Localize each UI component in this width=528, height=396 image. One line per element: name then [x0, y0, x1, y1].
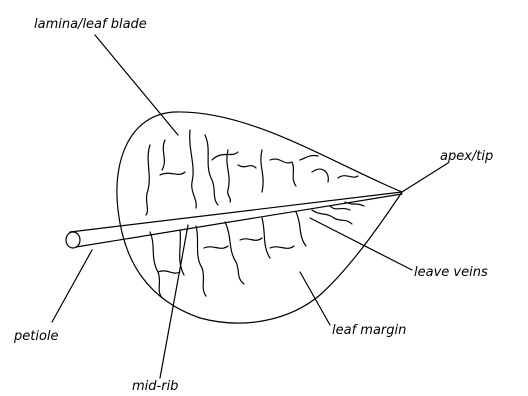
leader-lamina: [95, 35, 178, 135]
label-lamina: lamina/leaf blade: [34, 17, 147, 32]
mid-rib-lower-edge: [76, 194, 402, 247]
label-petiole: petiole: [13, 329, 59, 344]
mid-rib: [70, 192, 402, 232]
petiole-end: [66, 232, 80, 248]
label-margin: leaf margin: [332, 323, 406, 338]
leaf-veins-upper: [146, 130, 358, 215]
leader-apex: [402, 163, 448, 192]
leader-veins: [310, 218, 412, 270]
label-apex: apex/tip: [440, 149, 493, 164]
label-midrib: mid-rib: [132, 379, 178, 394]
leader-petiole: [52, 250, 92, 322]
leader-margin: [300, 272, 330, 325]
label-veins: leave veins: [414, 265, 488, 280]
leader-midrib: [160, 225, 188, 378]
